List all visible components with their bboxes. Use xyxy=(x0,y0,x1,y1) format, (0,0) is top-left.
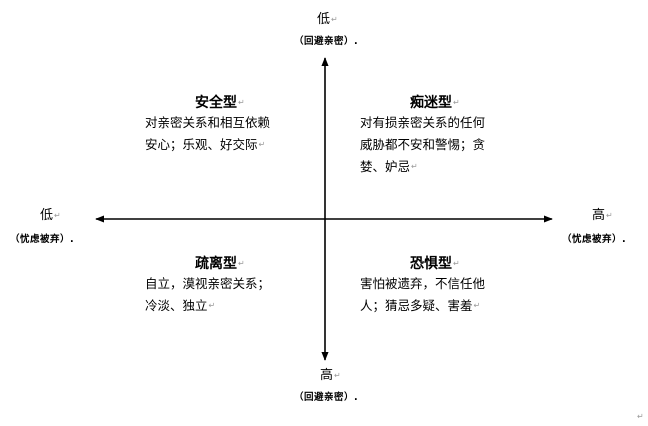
description-line: 对有损亲密关系的任何 xyxy=(360,115,486,130)
description-line: 害怕被遗弃，不信任他 xyxy=(360,276,486,291)
description-line: 对亲密关系和相互依赖 xyxy=(145,115,271,130)
quadrant-title: 安全型↵ xyxy=(195,95,245,111)
quadrant-preoccupied: 痴迷型↵ 对有损亲密关系的任何 威胁都不安和警惕；贪 婪、妒忌↵ xyxy=(360,94,530,178)
description-line: 威胁都不安和警惕；贪 xyxy=(360,137,486,152)
paragraph-mark-icon: ↵ xyxy=(238,259,245,268)
paragraph-mark-icon: ↵ xyxy=(334,371,341,380)
quadrant-title: 痴迷型↵ xyxy=(410,95,460,111)
quadrant-description: 自立，漠视亲密关系； 冷淡、独立↵ xyxy=(145,273,305,317)
paragraph-mark-icon: ↵ xyxy=(606,211,613,220)
description-line: 人；猜忌多疑、害羞↵ xyxy=(360,298,481,313)
right-axis-label: 高↵ xyxy=(592,208,613,223)
quadrant-dismissing: 疏离型↵ 自立，漠视亲密关系； 冷淡、独立↵ xyxy=(145,255,305,317)
quadrant-title: 恐惧型↵ xyxy=(410,256,460,272)
quadrant-description: 对亲密关系和相互依赖 安心；乐观、好交际↵ xyxy=(145,112,305,156)
bottom-axis-sublabel: （回避亲密）. xyxy=(294,392,359,403)
paragraph-mark-icon: ↵ xyxy=(258,140,266,149)
top-axis-label: 低↵ xyxy=(317,12,338,27)
paragraph-mark-icon: ↵ xyxy=(473,301,481,310)
paragraph-mark-icon: ↵ xyxy=(411,162,418,171)
description-line: 婪、妒忌↵ xyxy=(360,159,418,174)
quadrant-fearful: 恐惧型↵ 害怕被遗弃，不信任他 人；猜忌多疑、害羞↵ xyxy=(360,255,530,317)
left-axis-sublabel: （忧虑被弃）. xyxy=(10,234,75,245)
paragraph-mark-icon: ↵ xyxy=(208,301,216,310)
paragraph-mark-icon: ↵ xyxy=(453,98,460,107)
trailing-paragraph-mark-icon: ↵ xyxy=(637,412,644,421)
description-line: 自立，漠视亲密关系； xyxy=(145,276,271,291)
quadrant-description: 对有损亲密关系的任何 威胁都不安和警惕；贪 婪、妒忌↵ xyxy=(360,112,530,178)
description-line: 安心；乐观、好交际↵ xyxy=(145,137,266,152)
right-axis-sublabel: （忧虑被弃）. xyxy=(562,234,627,245)
quadrant-title: 疏离型↵ xyxy=(195,256,245,272)
paragraph-mark-icon: ↵ xyxy=(54,211,61,220)
left-axis-label: 低↵ xyxy=(40,208,61,223)
paragraph-mark-icon: ↵ xyxy=(331,15,338,24)
bottom-axis-label: 高↵ xyxy=(320,368,341,383)
paragraph-mark-icon: ↵ xyxy=(238,98,245,107)
description-line: 冷淡、独立↵ xyxy=(145,298,216,313)
quadrant-description: 害怕被遗弃，不信任他 人；猜忌多疑、害羞↵ xyxy=(360,273,530,317)
top-axis-sublabel: （回避亲密）. xyxy=(294,36,359,47)
quadrant-secure: 安全型↵ 对亲密关系和相互依赖 安心；乐观、好交际↵ xyxy=(145,94,305,156)
paragraph-mark-icon: ↵ xyxy=(453,259,460,268)
